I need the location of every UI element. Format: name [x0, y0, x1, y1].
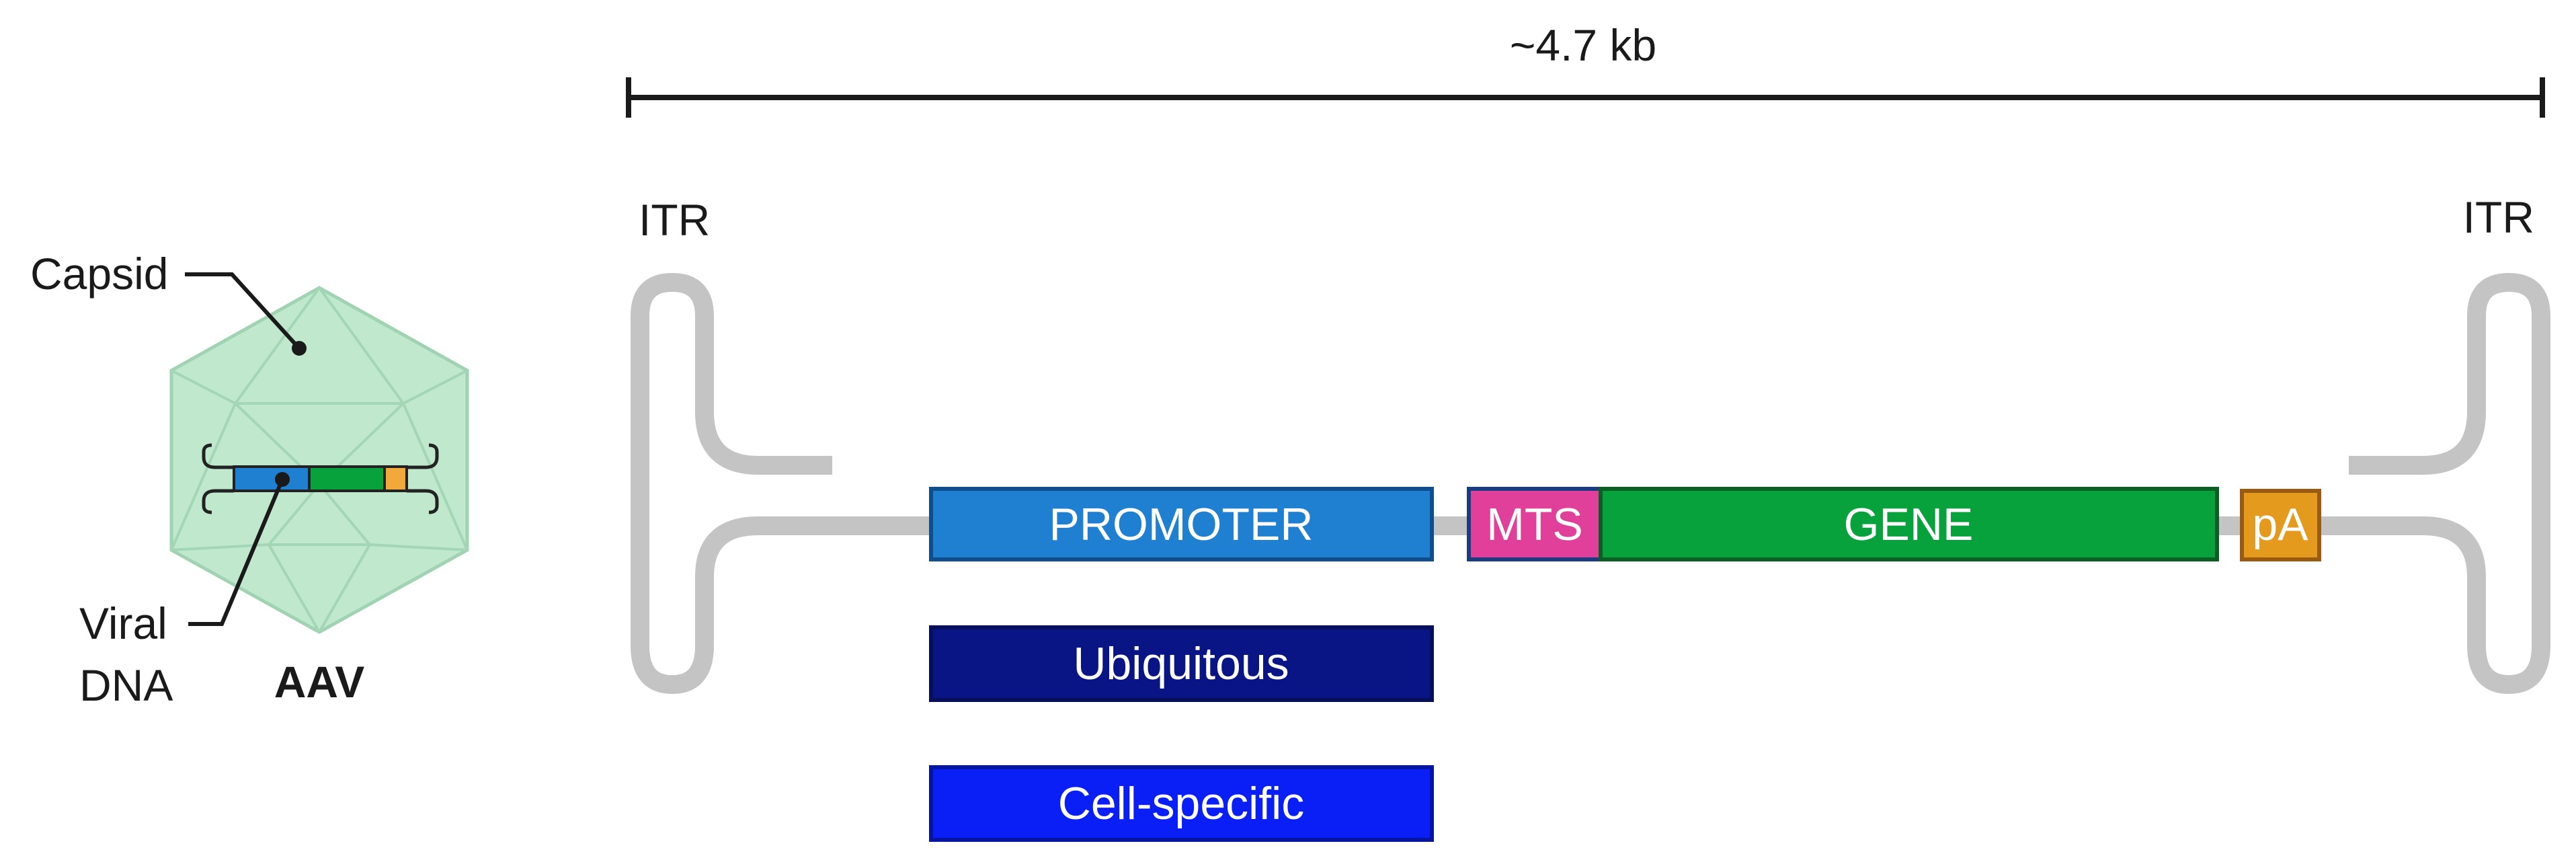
- viral-dna-label-line2: DNA: [79, 660, 173, 710]
- itr-left-label: ITR: [639, 195, 710, 245]
- gene-label: GENE: [1844, 499, 1974, 550]
- viral-dna-label-line1: Viral: [79, 598, 167, 648]
- aav-capsid-icon: [169, 286, 469, 634]
- mts-label: MTS: [1486, 499, 1583, 550]
- ubiquitous-promoter-block: Ubiquitous: [929, 625, 1434, 702]
- itr-right-hairpin: [2319, 272, 2550, 695]
- dna-backbone: [631, 272, 2550, 695]
- viral-dna-leader-line: [188, 472, 290, 626]
- viral-dna-icon: [202, 443, 439, 514]
- mts-block: MTS: [1467, 487, 1603, 561]
- pa-label: pA: [2252, 499, 2308, 550]
- promoter-label: PROMOTER: [1049, 499, 1314, 550]
- itr-left-hairpin: [631, 272, 931, 695]
- promoter-block: PROMOTER: [929, 487, 1434, 561]
- gene-block: GENE: [1599, 487, 2219, 561]
- cell-specific-promoter-block: Cell-specific: [929, 765, 1434, 842]
- itr-right-label: ITR: [2463, 192, 2534, 242]
- scale-label: ~4.7 kb: [1510, 20, 1656, 70]
- ubiquitous-label: Ubiquitous: [1073, 638, 1289, 689]
- scale-bar: [626, 77, 2545, 118]
- pa-block: pA: [2240, 489, 2321, 561]
- capsid-leader-line: [185, 272, 307, 356]
- aav-title: AAV: [274, 657, 364, 707]
- capsid-label: Capsid: [30, 249, 168, 299]
- cell-specific-label: Cell-specific: [1058, 778, 1305, 829]
